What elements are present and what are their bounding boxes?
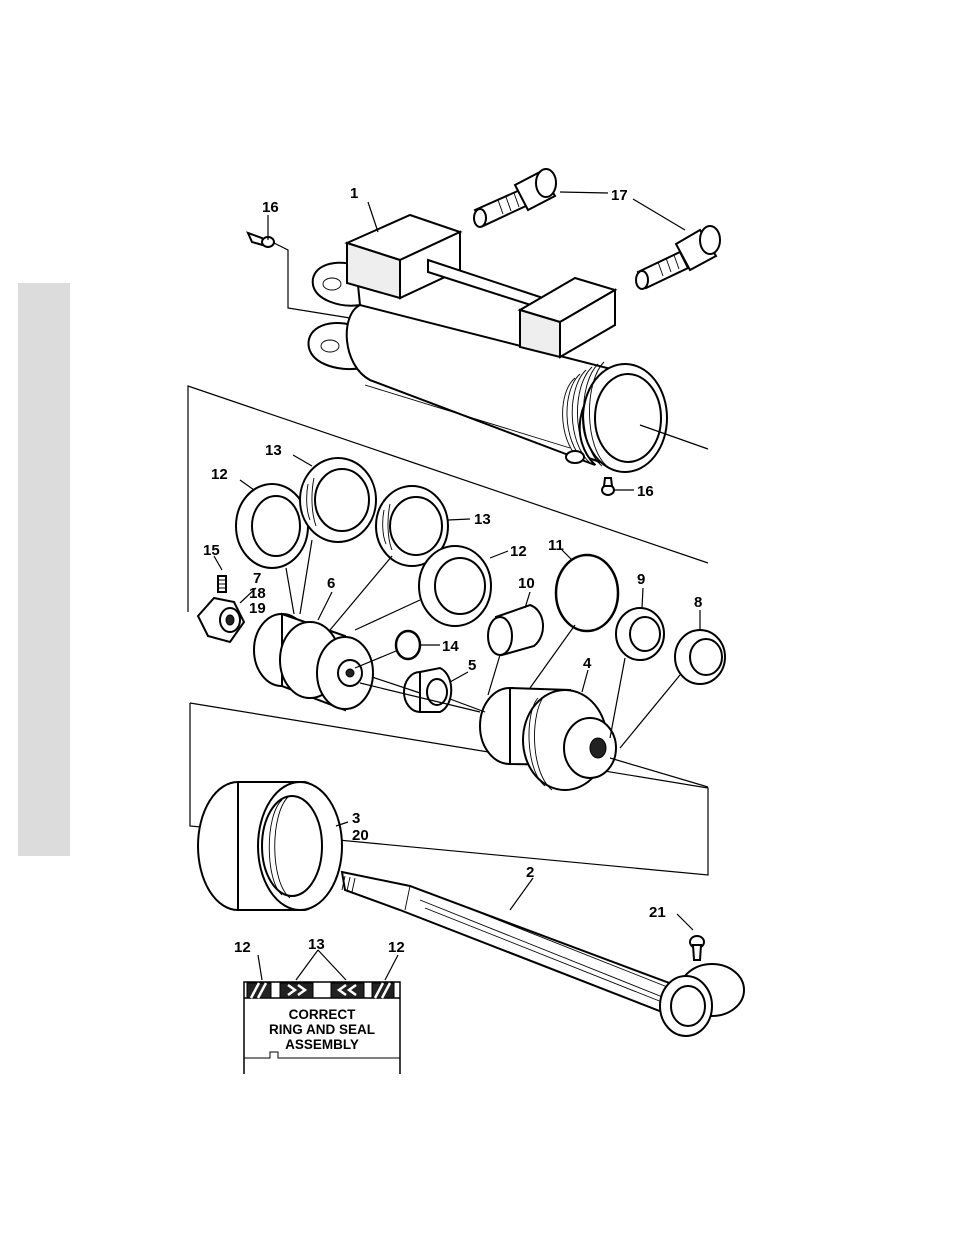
- callout-11: 11: [548, 537, 564, 554]
- callout-10: 10: [518, 575, 535, 592]
- inset-wiper-seal-right: [372, 983, 394, 998]
- piston-wear-ring: [419, 546, 491, 626]
- bearing-inner: [616, 608, 664, 660]
- callout-16-lower: 16: [637, 483, 654, 500]
- inset-caption-line2: RING AND SEAL: [269, 1022, 375, 1037]
- inset-label-12-right: 12: [388, 939, 405, 956]
- inset-seal-ring-right: [331, 983, 364, 998]
- callout-6: 6: [327, 575, 335, 592]
- callout-1: 1: [350, 185, 358, 202]
- callout-5: 5: [468, 657, 476, 674]
- callout-12-right: 12: [510, 543, 527, 560]
- seal-assembly-inset: 12 13 12 CORRECT RING AND SEAL ASSEMBLY: [234, 936, 405, 1074]
- inset-label-12-left: 12: [234, 939, 251, 956]
- callout-14: 14: [442, 638, 459, 655]
- rod-seal-ring: [300, 458, 376, 542]
- grease-fitting-lower: [602, 478, 614, 495]
- callout-21: 21: [649, 904, 666, 921]
- check-valve-lower: [636, 226, 720, 289]
- inset-wiper-seal-left: [247, 983, 271, 998]
- callout-12-top: 12: [211, 466, 228, 483]
- cylinder-head-nut: [198, 782, 342, 910]
- inset-label-13: 13: [308, 936, 325, 953]
- check-valve-upper: [474, 169, 556, 227]
- callout-15: 15: [203, 542, 220, 559]
- callout-9: 9: [637, 571, 645, 588]
- inset-caption-line3: ASSEMBLY: [285, 1037, 359, 1052]
- callout-8: 8: [694, 594, 702, 611]
- port-block-front: [520, 278, 615, 357]
- callout-17: 17: [611, 187, 628, 204]
- bearing-outer: [675, 630, 725, 684]
- bushing: [488, 605, 543, 655]
- cylinder-gland: [480, 688, 616, 790]
- rod-eye: [660, 964, 744, 1036]
- callout-13-top: 13: [265, 442, 282, 459]
- callout-4: 4: [583, 655, 592, 672]
- inset-seal-ring-left: [280, 983, 313, 998]
- callout-2: 2: [526, 864, 534, 881]
- rod-wiper-seal: [236, 484, 308, 568]
- port-block-rear: [347, 215, 460, 298]
- callout-13-right: 13: [474, 511, 491, 528]
- lock-nut: [198, 598, 244, 642]
- backup-ring: [556, 555, 618, 631]
- callout-3: 3: [352, 810, 360, 827]
- set-screw: [218, 576, 226, 592]
- o-ring-small: [396, 631, 420, 659]
- callout-16-top: 16: [262, 199, 279, 216]
- callout-19: 19: [249, 600, 266, 617]
- transfer-tube: [428, 260, 540, 308]
- grease-fitting-rod: [690, 936, 704, 960]
- grease-fitting-upper: [248, 233, 274, 247]
- callout-20: 20: [352, 827, 369, 844]
- piston-assembly: [254, 614, 373, 710]
- inset-caption-line1: CORRECT: [289, 1007, 357, 1022]
